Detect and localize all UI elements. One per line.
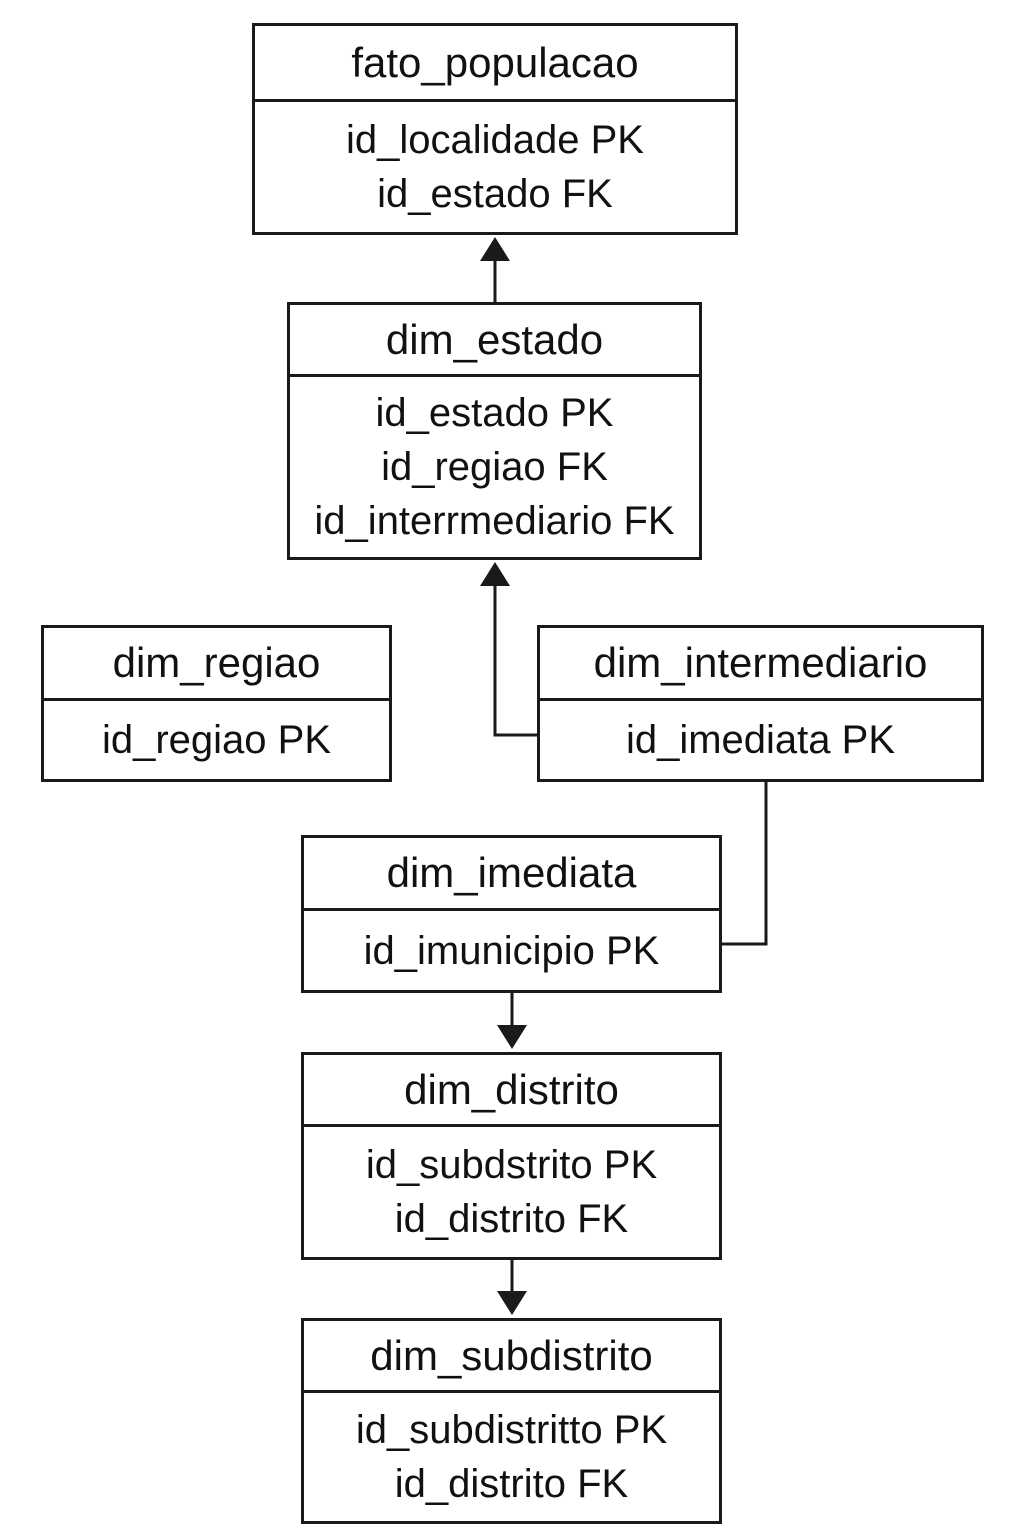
entity-dim-subdistrito: dim_subdistrito id_subdistritto PK id_di…	[301, 1318, 722, 1524]
entity-fields: id_regiao PK	[44, 701, 389, 779]
entity-title: dim_imediata	[304, 838, 719, 911]
field-fk: id_estado FK	[377, 172, 613, 216]
field-pk: id_imunicipio PK	[363, 928, 660, 973]
entity-fields: id_imunicipio PK	[304, 911, 719, 990]
field-fk: id_interrmediario FK	[314, 499, 675, 543]
entity-title: dim_intermediario	[540, 628, 981, 701]
field-fk: id_distrito FK	[394, 1197, 629, 1241]
entity-dim-imediata: dim_imediata id_imunicipio PK	[301, 835, 722, 993]
field-fk: id_regiao FK	[381, 445, 608, 489]
entity-dim-distrito: dim_distrito id_subdstrito PK id_distrit…	[301, 1052, 722, 1260]
entity-title: fato_populacao	[255, 26, 735, 102]
entity-dim-regiao: dim_regiao id_regiao PK	[41, 625, 392, 782]
connector-intermediario-to-imediata	[720, 780, 768, 946]
field-pk: id_regiao PK	[101, 718, 332, 762]
entity-fields: id_estado PK id_regiao FK id_interrmedia…	[290, 377, 699, 557]
entity-fato-populacao: fato_populacao id_localidade PK id_estad…	[252, 23, 738, 235]
field-pk: id_localidade PK	[346, 118, 644, 162]
connector-intermediario-to-estado	[480, 562, 538, 737]
field-fk: id_distrito FK	[394, 1462, 629, 1506]
entity-fields: id_subdstrito PK id_distrito FK	[304, 1127, 719, 1257]
field-pk: id_subdistritto PK	[355, 1408, 668, 1452]
entity-title: dim_subdistrito	[304, 1321, 719, 1393]
entity-dim-estado: dim_estado id_estado PK id_regiao FK id_…	[287, 302, 702, 560]
entity-dim-intermediario: dim_intermediario id_imediata PK	[537, 625, 984, 782]
entity-fields: id_imediata PK	[540, 701, 981, 779]
entity-title: dim_estado	[290, 305, 699, 377]
field-pk: id_subdstrito PK	[365, 1143, 658, 1187]
entity-fields: id_subdistritto PK id_distrito FK	[304, 1393, 719, 1521]
field-pk: id_estado PK	[375, 391, 614, 435]
field-pk: id_imediata PK	[625, 718, 896, 762]
entity-fields: id_localidade PK id_estado FK	[255, 102, 735, 232]
entity-title: dim_regiao	[44, 628, 389, 701]
entity-title: dim_distrito	[304, 1055, 719, 1127]
